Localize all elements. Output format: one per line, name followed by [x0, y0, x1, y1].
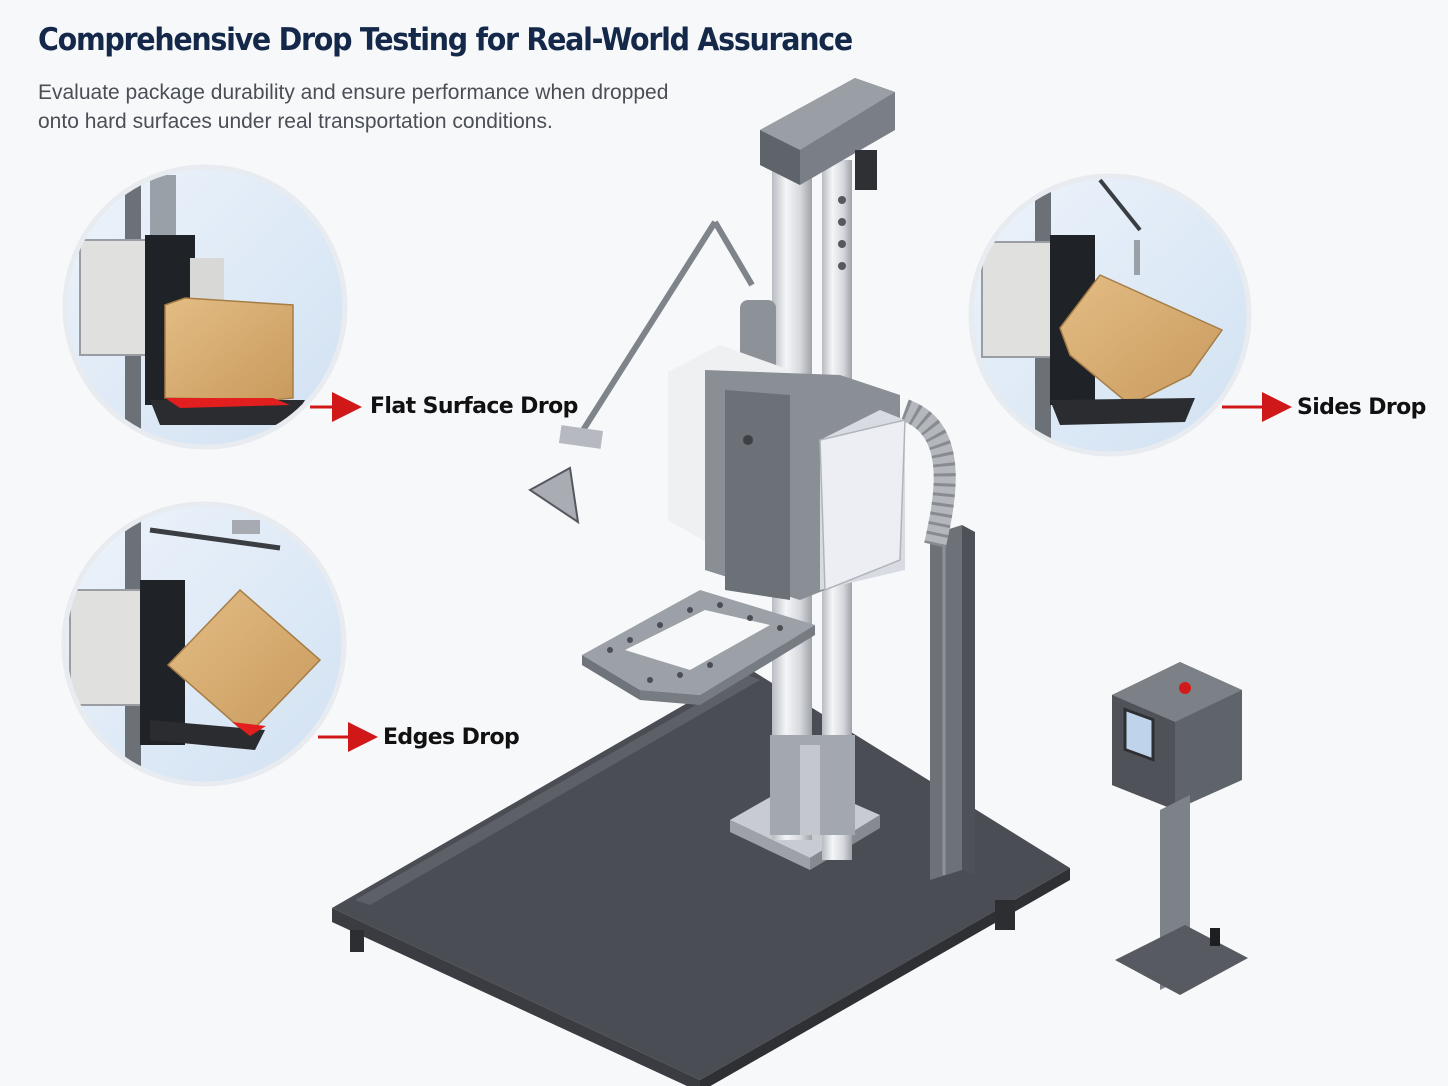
- main-drop-tester: [332, 78, 1070, 1086]
- drop-carriage: [668, 300, 906, 600]
- drop-arms: [582, 590, 815, 705]
- flat-surface-drop-label: Flat Surface Drop: [370, 394, 578, 419]
- emergency-stop-icon: [1179, 682, 1191, 694]
- base-plate: [332, 668, 1070, 1086]
- control-console: [1112, 662, 1248, 995]
- sides-drop-label: Sides Drop: [1297, 395, 1426, 420]
- edges-drop-detail: [61, 501, 378, 787]
- cardboard-box-icon: [164, 297, 294, 401]
- subtitle-line-2: onto hard surfaces under real transporta…: [38, 110, 553, 133]
- edges-drop-label: Edges Drop: [383, 725, 520, 750]
- flat-drop-detail: [62, 164, 362, 450]
- subtitle-line-1: Evaluate package durability and ensure p…: [38, 81, 669, 104]
- console-screen: [1123, 707, 1155, 762]
- page-title: Comprehensive Drop Testing for Real-Worl…: [38, 22, 853, 58]
- angled-box-icon: [1059, 274, 1224, 406]
- top-motor-housing: [760, 78, 895, 190]
- cable-chain: [900, 399, 956, 548]
- tilted-box-icon: [166, 588, 322, 737]
- guide-rail: [930, 525, 975, 880]
- sides-drop-detail: [968, 173, 1292, 457]
- swing-arm: [528, 220, 755, 525]
- page-subtitle: Evaluate package durability and ensure p…: [38, 78, 738, 136]
